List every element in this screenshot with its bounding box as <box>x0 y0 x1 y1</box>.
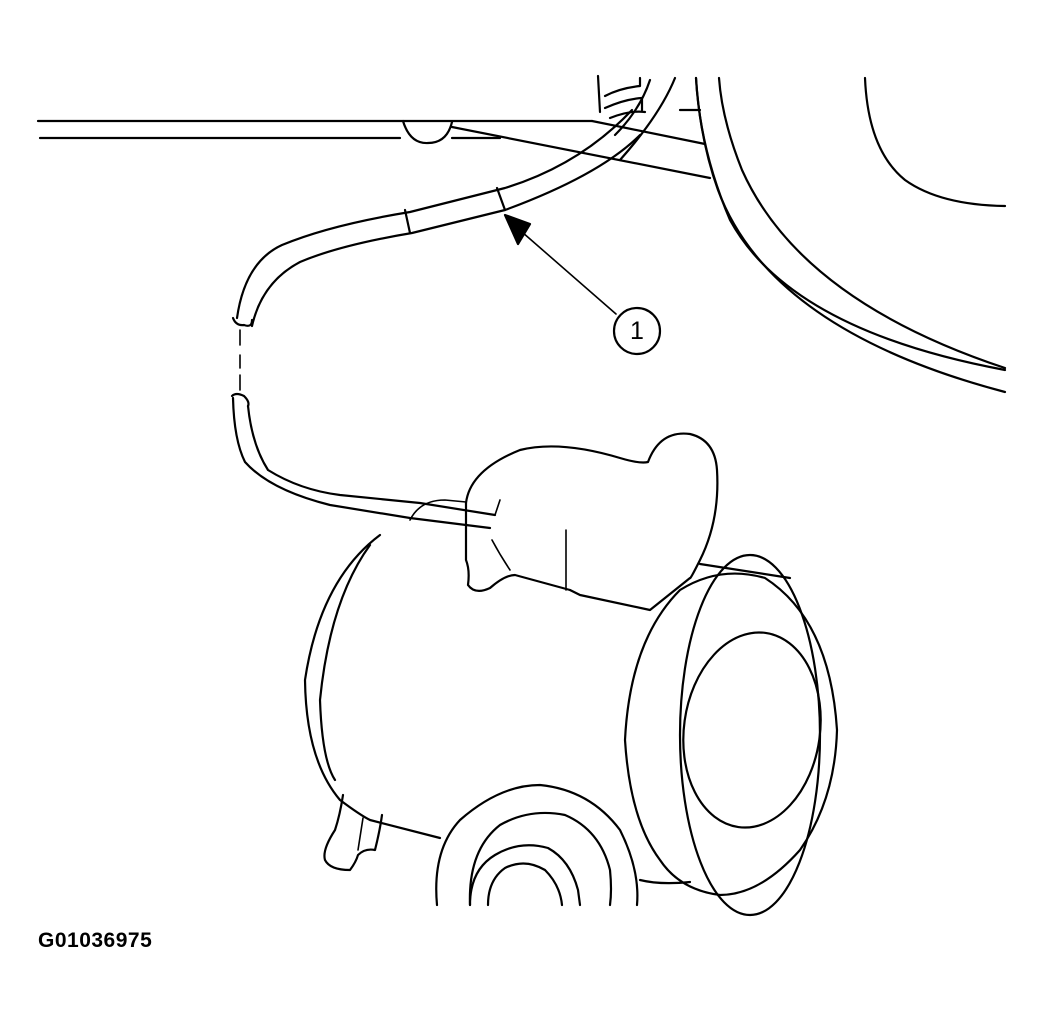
callout-1-leader <box>503 213 662 356</box>
wheel <box>694 76 1007 394</box>
drive-end-housing <box>435 783 639 907</box>
figure-id-label: G01036975 <box>38 929 153 952</box>
frame-rail <box>36 74 712 180</box>
mounting-ear <box>323 793 384 872</box>
starter-motor <box>303 533 839 917</box>
hose <box>230 108 642 530</box>
connector-boot <box>409 432 719 612</box>
callout-number-1: 1 <box>630 317 644 345</box>
